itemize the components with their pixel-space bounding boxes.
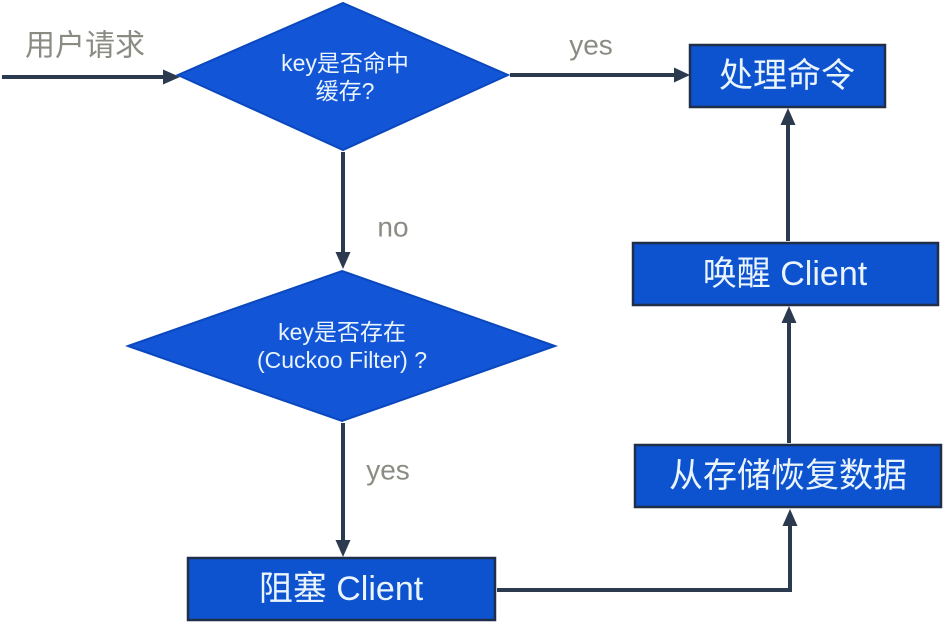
restore-data-label: 从存储恢复数据 bbox=[669, 457, 907, 495]
node-wake-client: 唤醒 Client bbox=[631, 241, 940, 307]
edge-label-yes-bottom: yes bbox=[366, 455, 410, 486]
node-key-exists-decision: key是否存在 (Cuckoo Filter) ? bbox=[124, 269, 559, 423]
block-client-label: 阻塞 Client bbox=[259, 570, 424, 608]
node-restore-data: 从存储恢复数据 bbox=[633, 443, 943, 509]
arrowhead-down-icon bbox=[335, 540, 351, 557]
arrowhead-down-icon bbox=[335, 252, 351, 269]
edge-restore-data-to-wake-client bbox=[781, 306, 797, 443]
node-cache-hit-decision: key是否命中 缓存? bbox=[175, 1, 511, 152]
cache-hit-label-line2: 缓存? bbox=[316, 78, 375, 104]
box-shape bbox=[688, 43, 887, 109]
arrowhead-right-icon bbox=[674, 67, 690, 83]
key-exists-label-line2: (Cuckoo Filter) ? bbox=[257, 347, 427, 373]
diamond-shape bbox=[175, 1, 511, 152]
box-shape bbox=[186, 556, 497, 622]
user-request-label: 用户请求 bbox=[25, 30, 145, 63]
arrowhead-up-icon bbox=[780, 108, 796, 125]
key-exists-label-line1: key是否存在 bbox=[278, 319, 406, 345]
arrowhead-up-icon bbox=[781, 306, 797, 323]
edge-key-exists-yes-to-block-client bbox=[335, 423, 351, 557]
node-block-client: 阻塞 Client bbox=[186, 556, 497, 622]
edge-label-no: no bbox=[377, 212, 408, 243]
edge-cache-hit-yes-to-process-command bbox=[510, 67, 690, 83]
edge-wake-client-to-process-command bbox=[780, 108, 796, 241]
edge-cache-hit-no-to-key-exists bbox=[335, 152, 351, 269]
edge-label-yes-top: yes bbox=[569, 30, 613, 61]
edge-user-request-to-cache-hit bbox=[2, 69, 180, 85]
cache-hit-label-line1: key是否命中 bbox=[281, 50, 409, 76]
edge-block-client-to-restore-data bbox=[497, 509, 798, 592]
arrowhead-right-icon bbox=[163, 69, 180, 85]
box-shape bbox=[631, 241, 940, 307]
wake-client-label: 唤醒 Client bbox=[703, 255, 868, 293]
node-process-command: 处理命令 bbox=[688, 43, 887, 109]
process-command-label: 处理命令 bbox=[719, 57, 855, 95]
arrowhead-up-icon bbox=[782, 509, 798, 526]
box-shape bbox=[633, 443, 943, 509]
diamond-shape bbox=[124, 269, 559, 423]
